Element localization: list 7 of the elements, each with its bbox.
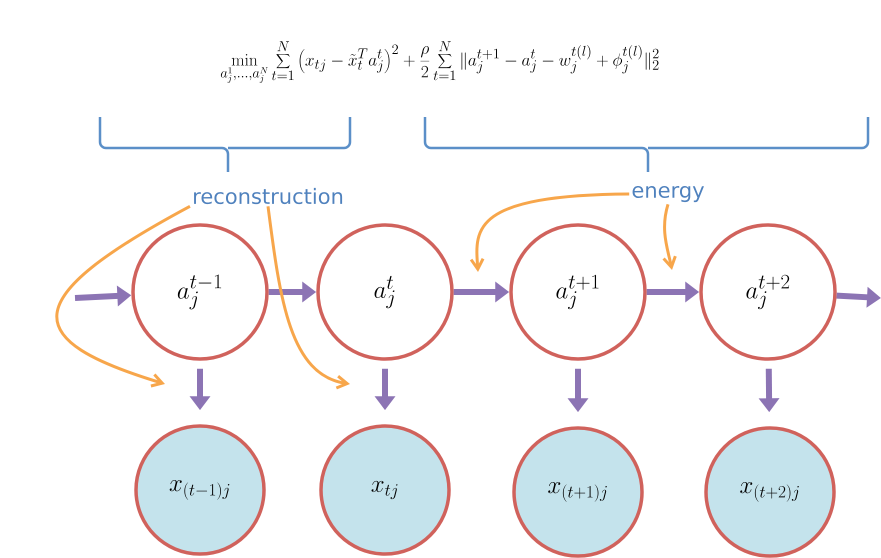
term-label: energy xyxy=(632,186,704,202)
leader-arrow xyxy=(266,206,350,390)
leader-arrow xyxy=(56,205,191,388)
leader-arrow xyxy=(662,204,677,270)
formula: $\min_{a_j^1,\ldots,a_j^N} \sum_{t=1}^{N} \left(x_{tj} - \tilde{x}_t^T a_j^t\right)^2 + \frac{\rho}{2} \sum_{t=1}^{N} \|a_j^{t+1} - a_j^t - w_j^{t(l)} + \phi_j^{t(l)}\|_2^2$ xyxy=(220,41,658,83)
term-label: reconstruction xyxy=(194,188,342,204)
leader-arrow xyxy=(470,192,630,272)
